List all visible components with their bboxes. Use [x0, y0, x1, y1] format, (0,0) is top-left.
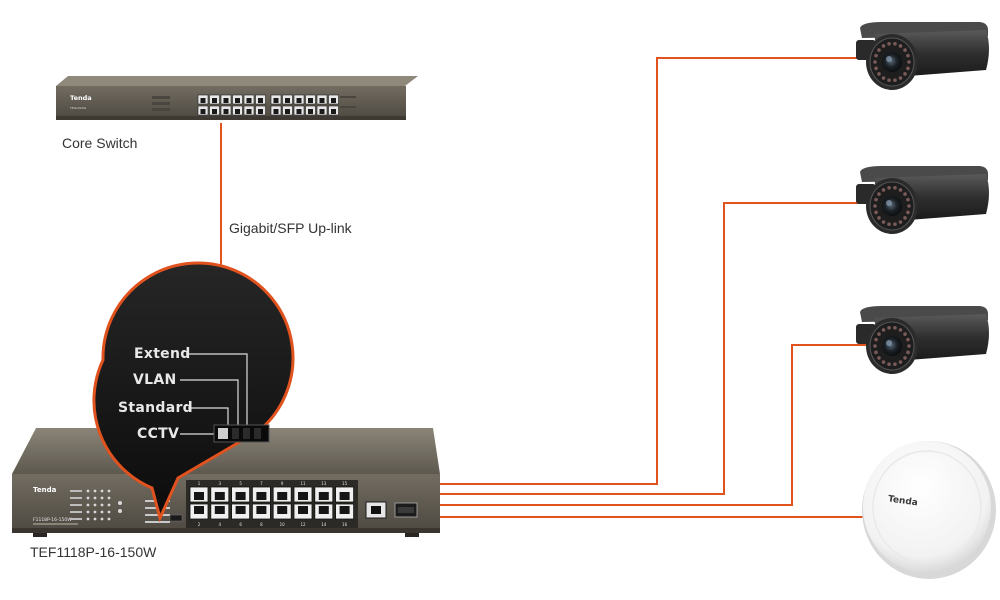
poe-switch-label: TEF1118P-16-150W	[30, 544, 157, 560]
core-switch-ports	[197, 94, 339, 116]
port-number-label: 14	[321, 522, 327, 527]
ceiling-access-point: Tenda	[862, 441, 996, 579]
status-led	[107, 517, 111, 521]
status-led	[107, 489, 111, 493]
status-led	[107, 510, 111, 514]
status-led	[93, 503, 97, 507]
core-switch-model: TEG1024G	[69, 106, 87, 110]
status-led	[86, 496, 90, 500]
status-led	[86, 489, 90, 493]
port-number-label: 3	[219, 481, 222, 486]
core-switch-brand: Tenda	[70, 94, 92, 102]
bullet-camera-2	[856, 166, 989, 234]
port-number-label: 13	[321, 481, 327, 486]
port-number-label: 1	[198, 481, 201, 486]
status-led	[86, 503, 90, 507]
port-number-label: 5	[239, 481, 242, 486]
status-led	[107, 496, 111, 500]
status-led	[100, 510, 104, 514]
poe-switch-ports	[189, 486, 355, 520]
status-led	[100, 496, 104, 500]
status-led	[100, 489, 104, 493]
port-number-label: 9	[281, 481, 284, 486]
poe-switch-leds	[70, 489, 111, 521]
mode-vlan-label: VLAN	[133, 372, 177, 388]
status-led	[93, 517, 97, 521]
status-led	[93, 489, 97, 493]
core-switch-label: Core Switch	[62, 135, 138, 151]
port-number-label: 15	[342, 481, 348, 486]
status-led	[100, 503, 104, 507]
status-led	[100, 517, 104, 521]
port-number-label: 2	[198, 522, 201, 527]
status-led	[93, 496, 97, 500]
cable-to-camera-2	[438, 202, 868, 495]
port-number-label: 10	[280, 522, 286, 527]
port-number-label: 16	[342, 522, 348, 527]
port-number-label: 12	[300, 522, 306, 527]
port-number-label: 6	[239, 522, 242, 527]
port-number-label: 4	[219, 522, 222, 527]
cable-to-camera-1	[438, 57, 868, 485]
cables	[220, 57, 868, 518]
cable-to-camera-3	[438, 344, 868, 506]
status-led	[86, 517, 90, 521]
port-number-label: 8	[260, 522, 263, 527]
mode-switch-callout	[92, 261, 295, 523]
mode-extend-label: Extend	[134, 346, 191, 362]
status-led	[107, 503, 111, 507]
callout-leader-lines	[180, 353, 248, 435]
access-point-brand: Tenda	[887, 494, 918, 508]
mode-cctv-label: CCTV	[137, 426, 180, 442]
bullet-camera-3	[856, 306, 989, 374]
port-number-label: 11	[300, 481, 306, 486]
poe-switch-model-plate: F1118P-16-150W	[33, 517, 72, 523]
status-led	[93, 510, 97, 514]
uplink-label: Gigabit/SFP Up-link	[229, 220, 352, 236]
poe-switch-brand: Tenda	[33, 486, 57, 494]
mode-dip-switch[interactable]	[169, 514, 183, 522]
status-led	[86, 510, 90, 514]
mode-standard-label: Standard	[118, 400, 193, 416]
core-switch: Tenda TEG1024G	[56, 76, 418, 120]
port-number-label: 7	[260, 481, 263, 486]
bullet-camera-1	[856, 22, 989, 90]
